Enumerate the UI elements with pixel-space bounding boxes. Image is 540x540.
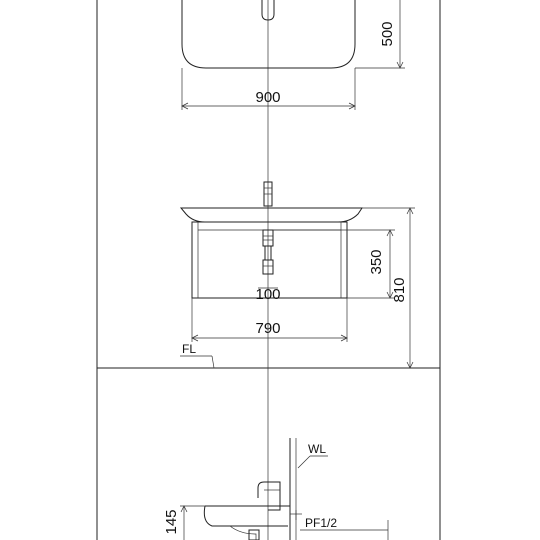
- floor-level-marker: [180, 355, 215, 369]
- top-view-basin: [181, 0, 405, 110]
- dim-total-height: 810: [391, 277, 408, 302]
- drain-trap-icon: [262, 229, 274, 275]
- label-pipe-fitting: PF1/2: [305, 516, 337, 530]
- faucet-front-icon: [263, 181, 273, 207]
- label-wall-line: WL: [308, 442, 326, 456]
- front-view: [179, 181, 415, 369]
- dim-trap-height: 350: [368, 249, 385, 274]
- dim-cabinet-width: 790: [255, 320, 280, 337]
- basin-front-outline: [179, 207, 363, 223]
- faucet-plan-icon: [261, 0, 275, 21]
- dim-drain-offset: 100: [255, 286, 280, 303]
- cabinet-outline: [191, 221, 348, 299]
- label-floor-level: FL: [182, 342, 196, 356]
- view-frame: [96, 0, 441, 540]
- faucet-side-icon: [257, 481, 281, 511]
- dim-basin-depth: 500: [379, 21, 396, 46]
- dim-side-height: 145: [163, 509, 180, 534]
- basin-outline: [181, 0, 356, 69]
- dim-basin-width: 900: [255, 89, 280, 106]
- side-view: [180, 438, 389, 540]
- basin-side-outline: [203, 505, 290, 527]
